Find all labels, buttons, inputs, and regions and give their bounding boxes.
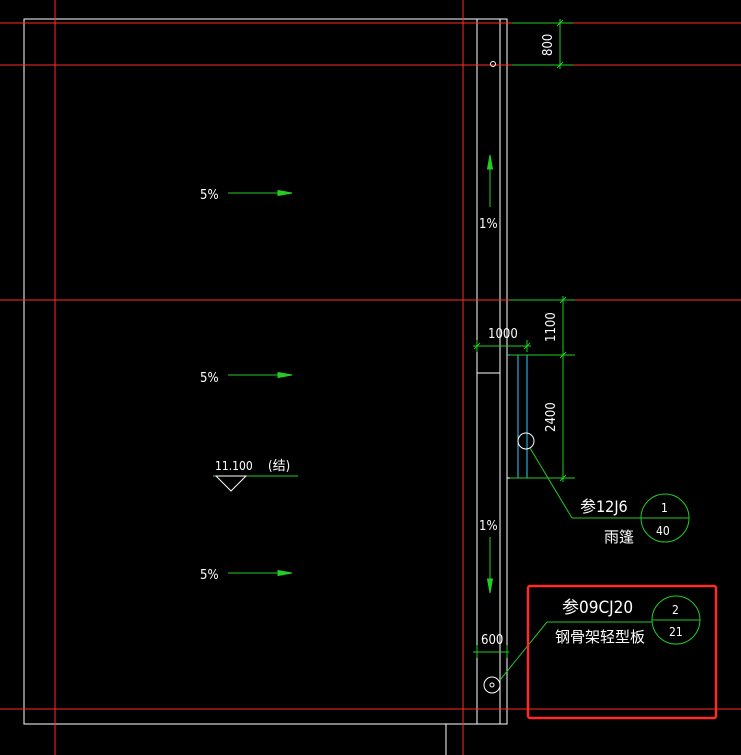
elevation-value: 11.100	[215, 459, 253, 473]
slope-label-3: 5%	[200, 568, 219, 583]
gutter-slope-label-bottom: 1%	[479, 519, 498, 534]
slope-arrow-head-1	[277, 189, 293, 197]
gutter-arrow-head-up	[486, 154, 494, 170]
canopy-index-top: 1	[661, 501, 668, 515]
canopy-callout	[517, 432, 690, 543]
gutter-outline	[476, 18, 508, 725]
board-index-top: 2	[672, 603, 679, 617]
board-callout-ref: 参09CJ20	[562, 598, 633, 618]
slope-arrow-head-3	[277, 569, 293, 577]
slope-arrow-head-2	[277, 371, 293, 379]
board-callout	[483, 595, 701, 694]
gutter-slope-label-top: 1%	[479, 217, 498, 232]
elevation-marker: 11.100 (结)	[213, 459, 298, 492]
dimension-lines	[473, 19, 575, 658]
board-callout-label: 钢骨架轻型板	[555, 628, 645, 646]
dimension-1000: 1000	[488, 327, 518, 342]
dimension-1100: 1100	[544, 312, 559, 342]
gutter-arrow-head-down	[486, 578, 494, 594]
slope-label-2: 5%	[200, 371, 219, 386]
dimension-800: 800	[541, 34, 556, 56]
roof-outline	[23, 18, 478, 725]
elevation-note: (结)	[268, 459, 290, 474]
slope-label-1: 5%	[200, 188, 219, 203]
slope-arrows	[228, 154, 494, 594]
canopy-index-bottom: 40	[656, 524, 670, 538]
dimension-2400: 2400	[544, 402, 559, 432]
canopy-callout-label: 雨篷	[604, 528, 634, 546]
highlight-box	[526, 584, 718, 720]
board-index-bottom: 21	[669, 625, 683, 639]
canopy-outline	[507, 354, 528, 478]
elevation-triangle-icon	[214, 475, 248, 492]
canopy-callout-ref: 参12J6	[580, 497, 628, 516]
drain-point-icon	[490, 61, 496, 67]
building-outline	[23, 18, 527, 755]
dimension-600: 600	[481, 633, 503, 648]
